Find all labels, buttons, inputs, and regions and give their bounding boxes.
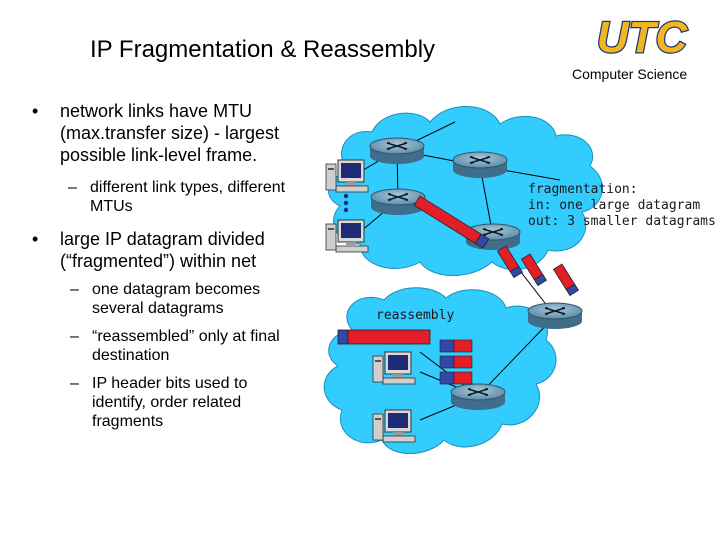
bullet-line: (max.transfer size) - largest xyxy=(60,123,280,143)
bullet-fragmented: • large IP datagram divided (“fragmented… xyxy=(32,228,265,272)
router-icon xyxy=(450,383,506,411)
sub-line: MTUs xyxy=(90,198,133,215)
sub-bullet-becomes-several: – one datagram becomes several datagrams xyxy=(70,280,261,318)
department-label: Computer Science xyxy=(572,66,688,82)
reassembled-datagram xyxy=(337,329,431,345)
ellipsis-dots xyxy=(343,193,349,213)
fragmentation-label-line: fragmentation: xyxy=(528,182,638,197)
host-computer-icon xyxy=(325,219,369,253)
bullet-line: large IP datagram divided xyxy=(60,229,265,249)
datagram-fragment xyxy=(552,263,579,297)
bullet-dot: • xyxy=(32,101,39,121)
sub-line: several datagrams xyxy=(92,300,224,317)
datagram-fragment xyxy=(520,253,547,287)
sub-dash: – xyxy=(70,328,79,345)
utc-logo: UTC xyxy=(588,12,696,63)
sub-dash: – xyxy=(70,375,79,392)
sub-line: “reassembled” only at final xyxy=(92,328,280,345)
host-computer-icon xyxy=(325,159,369,193)
lower-network-cloud xyxy=(323,287,557,454)
slide-title: IP Fragmentation & Reassembly xyxy=(90,36,436,63)
fragmentation-label-line: in: one large datagram xyxy=(528,198,701,213)
fragmentation-label-line: out: 3 smaller datagrams xyxy=(528,214,716,229)
sub-line: fragments xyxy=(92,413,164,430)
sub-line: destination xyxy=(92,347,170,364)
bullet-line: possible link-level frame. xyxy=(60,145,258,165)
sub-bullet-link-types: – different link types, different MTUs xyxy=(68,178,286,216)
arriving-fragments xyxy=(439,339,473,385)
large-datagram xyxy=(413,195,490,249)
sub-dash: – xyxy=(70,281,79,298)
sub-dash: – xyxy=(68,179,77,196)
sub-line: IP header bits used to xyxy=(92,375,248,392)
router-icon xyxy=(452,151,508,179)
bullet-line: network links have MTU xyxy=(60,101,253,121)
host-computer-icon xyxy=(372,351,416,385)
router-icon xyxy=(527,302,583,330)
sub-line: identify, order related xyxy=(92,394,242,411)
datagram-fragment xyxy=(496,245,523,279)
sub-bullet-reassembled: – “reassembled” only at final destinatio… xyxy=(70,327,280,365)
sub-bullet-header-bits: – IP header bits used to identify, order… xyxy=(70,374,248,431)
logo-text: UTC xyxy=(597,13,689,62)
reassembly-label: reassembly xyxy=(376,308,455,323)
bullet-line: (“fragmented”) within net xyxy=(60,251,257,271)
sub-line: one datagram becomes xyxy=(92,281,261,298)
host-computer-icon xyxy=(372,409,416,443)
bullet-mtu: • network links have MTU (max.transfer s… xyxy=(32,100,280,166)
bullet-dot: • xyxy=(32,229,39,249)
fragmentation-label: fragmentation: in: one large datagram ou… xyxy=(528,182,716,230)
sub-line: different link types, different xyxy=(90,179,286,196)
router-icon xyxy=(369,137,425,165)
